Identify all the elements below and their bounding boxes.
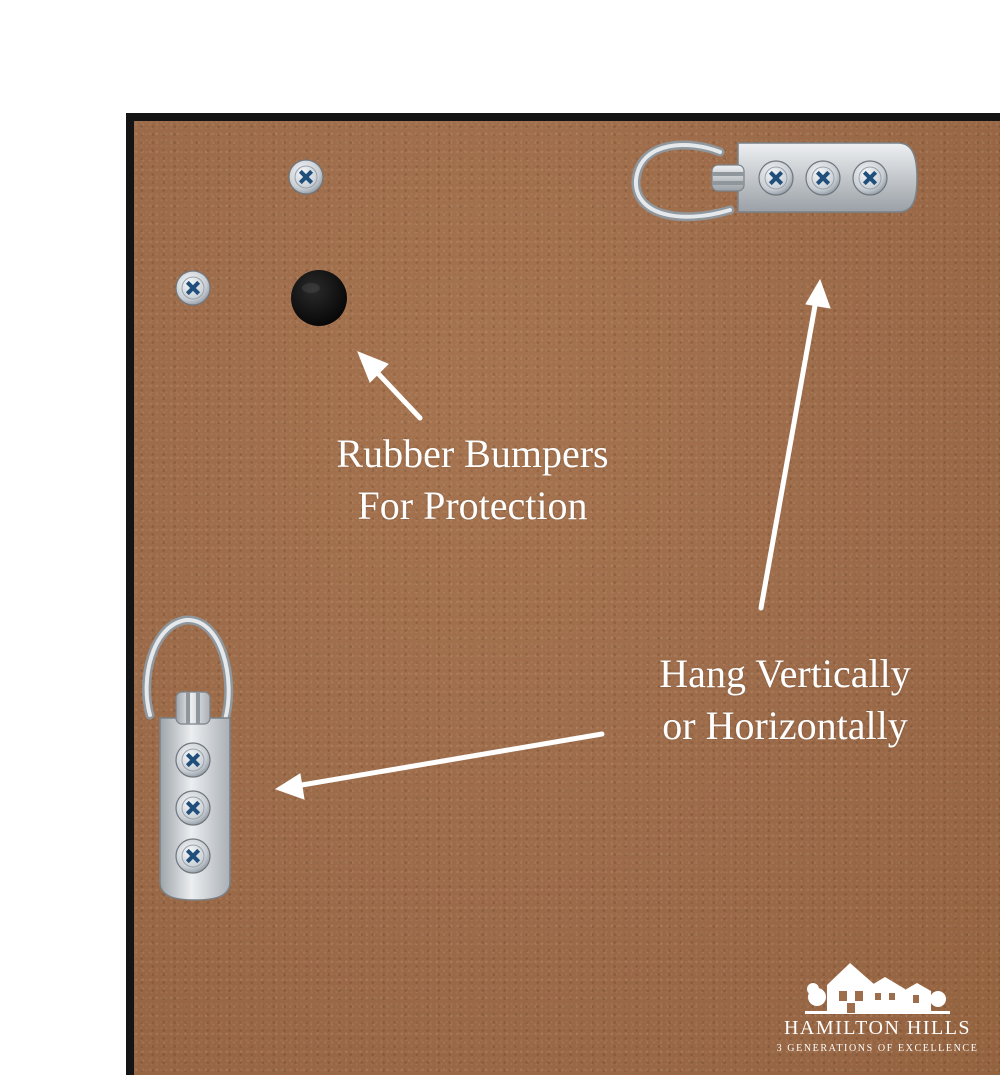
rubber-bumper-icon [291, 270, 347, 326]
bumpers-caption-line1: Rubber Bumpers [336, 431, 609, 476]
backing-board [134, 121, 1000, 1075]
bumpers-caption-line2: For Protection [357, 483, 588, 528]
brand-name: HAMILTON HILLS [783, 1017, 972, 1039]
hang-caption-line2: or Horizontally [662, 703, 908, 748]
house-logo-icon [805, 963, 950, 1014]
brand-tagline: 3 GENERATIONS OF EXCELLENCE [776, 1043, 979, 1054]
d-ring-hanger-icon [142, 615, 234, 901]
arrow-icon [758, 278, 831, 611]
brand-logo: HAMILTON HILLS 3 GENERATIONS OF EXCELLEN… [760, 955, 995, 1065]
d-ring-hanger-icon [631, 140, 918, 222]
hang-caption: Hang Vertically or Horizontally [620, 648, 950, 752]
screw-icon [175, 270, 211, 306]
arrow-icon [357, 351, 423, 421]
bumpers-caption: Rubber Bumpers For Protection [300, 428, 645, 532]
screw-icon [288, 159, 324, 195]
arrow-icon [274, 731, 605, 800]
hang-caption-line1: Hang Vertically [659, 651, 911, 696]
